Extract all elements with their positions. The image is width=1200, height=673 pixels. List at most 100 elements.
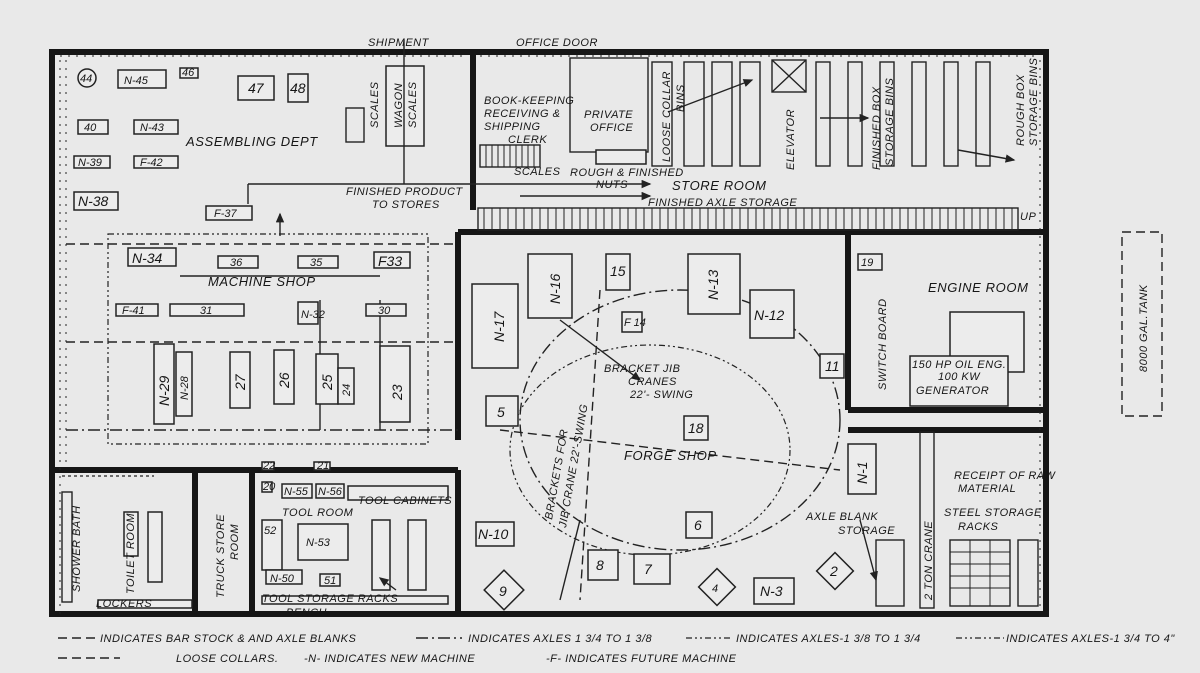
elevator-label: ELEVATOR <box>785 109 797 170</box>
finished-product-label: FINISHED PRODUCT <box>346 186 464 198</box>
elevator <box>771 59 807 93</box>
machine-4: 4 <box>712 583 718 595</box>
oil-engine <box>909 311 1025 407</box>
office-door-label: OFFICE DOOR <box>516 37 598 49</box>
tool-room <box>261 461 449 605</box>
bench-label: BENCH <box>286 607 327 619</box>
machine-f33: F33 <box>378 253 402 269</box>
machine-25: 25 <box>319 374 335 391</box>
machine-44: 44 <box>80 73 92 85</box>
machine-f37: F-37 <box>214 208 238 220</box>
machine-n28: N-28 <box>179 375 191 400</box>
office-area <box>479 57 649 168</box>
machine-30: 30 <box>378 305 391 317</box>
ton-crane-label: 2 TON CRANE <box>923 521 935 601</box>
wall-hatching <box>59 55 1041 614</box>
oil-engine-label: 150 HP OIL ENG. <box>912 359 1006 371</box>
store-room-label: STORE ROOM <box>672 178 767 193</box>
outer-walls <box>49 49 1049 617</box>
machine-40: 40 <box>84 122 97 134</box>
machine-n56: N-56 <box>318 486 343 498</box>
machine-shop-label: MACHINE SHOP <box>208 274 316 289</box>
truck-room-label: ROOM <box>229 523 241 560</box>
assembling-dept-label: ASSEMBLING DEPT <box>185 134 318 149</box>
machine-31: 31 <box>200 305 212 317</box>
bins-label: BINS <box>675 84 687 112</box>
raw-material-label: MATERIAL <box>958 483 1016 495</box>
machine-22: 22 <box>262 460 275 472</box>
machine-f14: F 14 <box>624 317 646 329</box>
machine-n29: N-29 <box>156 375 172 406</box>
machine-n55: N-55 <box>284 486 309 498</box>
machine-n43: N-43 <box>140 122 165 134</box>
scales <box>345 65 425 147</box>
tool-storage-label: TOOL STORAGE RACKS <box>262 593 398 605</box>
jib-cranes-label-3: 22'- SWING <box>629 389 693 401</box>
machine-7: 7 <box>644 561 653 577</box>
forge-shop-label: FORGE SHOP <box>624 448 717 463</box>
machine-36: 36 <box>230 257 243 269</box>
legend-axles-c: INDICATES AXLES-1 3/4 TO 4" <box>1006 633 1175 645</box>
loose-collar-label: LOOSE COLLAR <box>661 71 673 162</box>
machine-8: 8 <box>596 557 604 573</box>
finished-axle-label: FINISHED AXLE STORAGE <box>648 197 797 209</box>
machine-52: 52 <box>264 525 276 537</box>
legend-loose-collars: LOOSE COLLARS. <box>176 653 278 665</box>
finished-box-bins <box>815 61 1016 167</box>
machine-n50: N-50 <box>270 573 295 585</box>
machine-n10: N-10 <box>478 526 509 542</box>
finished-bins-label: STORAGE BINS <box>884 78 896 166</box>
rough-box-label: ROUGH BOX <box>1015 74 1027 146</box>
scales-label: SCALES <box>369 81 381 128</box>
machine-n39: N-39 <box>78 157 102 169</box>
small-scales-label: SCALES <box>514 166 561 178</box>
wagon-label: WAGON <box>393 83 405 128</box>
machine-51: 51 <box>324 575 336 587</box>
loose-collar-bins <box>651 61 761 167</box>
finished-axle-racks <box>477 207 1019 231</box>
to-stores-label: TO STORES <box>372 199 440 211</box>
jib-cranes-label-2: CRANES <box>628 376 677 388</box>
machine-n45: N-45 <box>124 75 149 87</box>
machine-n16: N-16 <box>547 273 563 304</box>
assembling-machines <box>73 67 309 211</box>
shipping-label: SHIPPING <box>484 121 541 133</box>
machine-18: 18 <box>688 420 704 436</box>
toilet-room <box>61 475 193 609</box>
legend-bar-stock: INDICATES BAR STOCK & AND AXLE BLANKS <box>100 633 356 645</box>
machine-27: 27 <box>232 373 248 391</box>
machine-n12: N-12 <box>754 307 785 323</box>
machine-11: 11 <box>825 358 840 374</box>
up-label: UP <box>1020 211 1036 223</box>
forge-shop-machines <box>471 253 883 611</box>
machine-n3: N-3 <box>760 583 783 599</box>
tool-cabinets-label: TOOL CABINETS <box>358 495 452 507</box>
machine-f41: F-41 <box>122 305 145 317</box>
legend <box>58 637 1004 659</box>
machine-24: 24 <box>341 384 353 397</box>
machine-6: 6 <box>694 517 702 533</box>
machine-15: 15 <box>610 263 626 279</box>
tank-label: 8000 GAL.TANK <box>1138 284 1150 372</box>
machine-47: 47 <box>248 80 265 96</box>
shipment-label: SHIPMENT <box>368 37 430 49</box>
machine-n38: N-38 <box>78 193 109 209</box>
axle-blank-label: AXLE BLANK <box>805 511 878 523</box>
machine-n32: N-32 <box>301 309 325 321</box>
machine-n13: N-13 <box>705 269 721 300</box>
engine-room-label: ENGINE ROOM <box>928 280 1029 295</box>
machine-5: 5 <box>497 404 505 420</box>
clerk-label: CLERK <box>508 134 547 146</box>
machine-48: 48 <box>290 80 306 96</box>
legend-new-machine: -N- INDICATES NEW MACHINE <box>304 653 475 665</box>
receipt-label: RECEIPT OF RAW <box>954 470 1056 482</box>
tool-room-label: TOOL ROOM <box>282 507 354 519</box>
book-keeping-label: BOOK-KEEPING <box>484 95 574 107</box>
legend-axles-a: INDICATES AXLES 1 3/4 TO 1 3/8 <box>468 633 653 645</box>
machine-n34: N-34 <box>132 250 163 266</box>
legend-future-machine: -F- INDICATES FUTURE MACHINE <box>546 653 737 665</box>
legend-axles-b: INDICATES AXLES-1 3/8 TO 1 3/4 <box>736 633 921 645</box>
machine-n53: N-53 <box>306 537 331 549</box>
tank <box>1121 231 1163 417</box>
wagon-scales-label: SCALES <box>407 81 419 128</box>
